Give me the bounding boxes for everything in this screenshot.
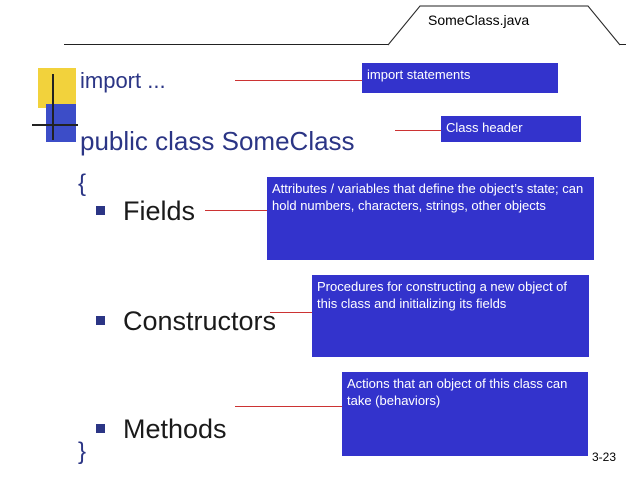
bullet-constructors: Constructors xyxy=(96,306,276,337)
open-brace: { xyxy=(78,170,87,197)
file-tab-shape xyxy=(387,5,621,46)
class-header-line: public class SomeClass xyxy=(80,126,355,156)
bullet-methods-label: Methods xyxy=(123,414,227,444)
connector-methods xyxy=(235,406,342,407)
decorative-horizontal-line xyxy=(32,124,78,126)
note-methods: Actions that an object of this class can… xyxy=(342,372,588,456)
connector-fields xyxy=(205,210,267,211)
file-tab-label: SomeClass.java xyxy=(428,12,530,28)
top-divider xyxy=(64,44,626,45)
bullet-methods: Methods xyxy=(96,414,227,445)
decorative-blue-square xyxy=(46,104,76,142)
note-import-statements: import statements xyxy=(362,63,558,93)
bullet-square-icon xyxy=(96,316,105,326)
connector-constructors xyxy=(270,312,312,313)
bullet-fields-label: Fields xyxy=(123,196,196,226)
connector-header xyxy=(395,130,441,131)
note-class-header: Class header xyxy=(441,116,581,142)
bullet-fields: Fields xyxy=(96,196,195,227)
connector-import xyxy=(235,80,362,81)
close-brace: } xyxy=(78,438,87,465)
bullet-square-icon xyxy=(96,206,105,216)
note-fields: Attributes / variables that define the o… xyxy=(267,177,594,260)
import-line: import ... xyxy=(80,68,166,93)
decorative-yellow-square xyxy=(38,68,76,108)
note-constructors: Procedures for constructing a new object… xyxy=(312,275,589,357)
slide-number: 3-23 xyxy=(592,450,617,464)
bullet-square-icon xyxy=(96,424,105,434)
bullet-constructors-label: Constructors xyxy=(123,306,277,336)
decorative-vertical-line xyxy=(52,74,54,140)
